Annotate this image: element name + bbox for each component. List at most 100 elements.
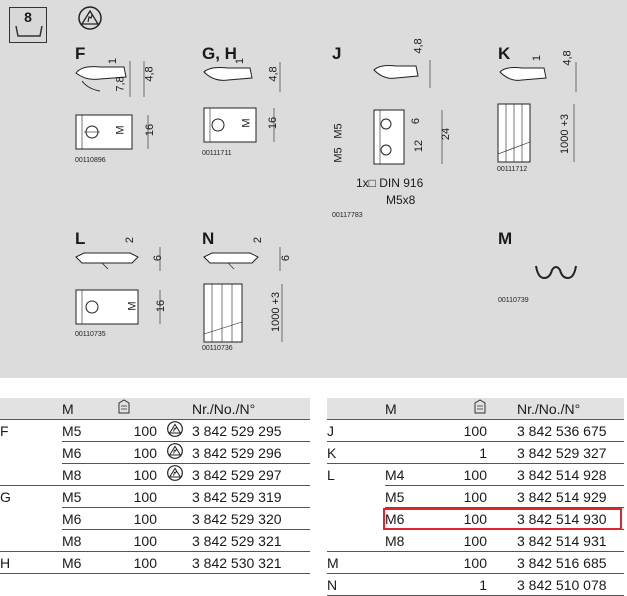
drawing-label-n: N — [202, 229, 215, 248]
table-header: M Nr./No./N° — [0, 398, 310, 420]
cell-qty: 100 — [117, 463, 157, 486]
drawing-k-side — [497, 103, 575, 163]
header-partno: Nr./No./N° — [192, 400, 256, 417]
package-icon — [118, 399, 130, 414]
header-partno: Nr./No./N° — [517, 400, 581, 417]
cell-esd — [157, 551, 192, 574]
cell-type — [0, 508, 62, 530]
cell-partno: 3 842 530 321 — [192, 551, 310, 574]
note-j-m5x8: M5x8 — [386, 193, 416, 207]
cell-esd — [487, 441, 517, 464]
dim-l-2: 2 — [124, 236, 137, 244]
dim-j-m5-top: M5 — [332, 123, 345, 139]
drawing-label-m: M — [498, 229, 513, 248]
dim-k-48: 4,8 — [561, 50, 574, 66]
cell-qty: 100 — [443, 463, 487, 486]
cell-qty: 100 — [117, 485, 157, 508]
drawing-label-j: J — [332, 44, 342, 63]
cell-partno: 3 842 536 675 — [517, 419, 624, 442]
cell-esd — [487, 419, 517, 442]
cell-partno: 3 842 529 297 — [192, 463, 310, 486]
cell-type: G — [0, 485, 62, 508]
cell-type — [0, 530, 62, 552]
cell-qty: 100 — [117, 419, 157, 442]
technical-drawings-panel: 8 F 1 7,8 4,8 M 16 00110896 G, H 1 4,8 — [0, 0, 627, 378]
cell-qty: 100 — [443, 551, 487, 574]
cell-qty: 100 — [443, 419, 487, 442]
dim-j-6: 6 — [410, 117, 423, 125]
cell-m: M8 — [62, 529, 117, 552]
dim-gh-48: 4,8 — [267, 66, 280, 82]
drawing-label-k: K — [498, 44, 511, 63]
cell-m: M5 — [385, 485, 443, 508]
dim-n-1000: 1000 +3 — [270, 291, 283, 333]
drawing-id-m: 00110739 — [498, 297, 529, 304]
cell-partno: 3 842 516 685 — [517, 551, 624, 574]
esd-warning-icon — [166, 465, 183, 481]
dim-k-1000: 1000 +3 — [559, 113, 572, 155]
drawing-id-l: 00110735 — [75, 331, 106, 338]
cell-m: M5 — [62, 485, 117, 508]
table-header: M Nr./No./N° — [327, 398, 624, 420]
dim-n-2: 2 — [252, 236, 265, 244]
cell-m — [385, 573, 443, 596]
dim-gh-1: 1 — [234, 57, 247, 65]
dim-j-24: 24 — [440, 127, 453, 141]
drawing-m-clip — [535, 265, 577, 280]
header-m: M — [385, 400, 397, 417]
drawing-f-side — [75, 114, 149, 150]
dim-j-m5-bottom: M5 — [332, 147, 345, 163]
drawing-gh-side — [203, 107, 275, 143]
dim-f-m: M — [114, 125, 127, 135]
cell-m — [385, 419, 443, 442]
cell-partno: 3 842 529 319 — [192, 485, 310, 508]
cell-m — [385, 441, 443, 464]
cell-m — [385, 551, 443, 574]
cell-partno: 3 842 514 929 — [517, 485, 624, 508]
cell-m: M8 — [385, 529, 443, 552]
cell-m: M8 — [62, 463, 117, 486]
note-j-din: 1x□ DIN 916 — [356, 176, 424, 190]
cell-m: M5 — [62, 419, 117, 442]
dim-gh-16: 16 — [267, 116, 280, 130]
drawing-id-k: 00111712 — [497, 166, 528, 173]
dim-l-6: 6 — [152, 254, 165, 262]
dim-j-12: 12 — [413, 139, 426, 153]
dim-f-1: 1 — [107, 57, 120, 65]
cell-type: M — [327, 551, 385, 574]
cell-m: M4 — [385, 463, 443, 486]
cell-type — [327, 486, 385, 508]
drawing-gh-top — [203, 62, 281, 92]
cell-partno: 3 842 514 928 — [517, 463, 624, 486]
cell-type: K — [327, 441, 385, 464]
cell-type — [327, 530, 385, 552]
package-icon — [474, 399, 486, 414]
drawing-label-gh: G, H — [202, 44, 237, 63]
cell-type — [327, 508, 385, 530]
cell-esd — [157, 507, 192, 530]
cell-m: M6 — [62, 551, 117, 574]
drawing-id-j: 00117783 — [332, 212, 363, 219]
cell-qty: 1 — [443, 573, 487, 596]
dim-k-1: 1 — [531, 54, 544, 62]
cell-esd — [157, 441, 192, 464]
drawing-j-top — [373, 60, 431, 88]
cell-partno: 3 842 514 930 — [517, 507, 624, 530]
dim-gh-m: M — [240, 118, 253, 128]
cell-esd — [487, 551, 517, 574]
header-type — [327, 398, 385, 420]
cell-esd — [487, 573, 517, 596]
cell-esd — [157, 485, 192, 508]
cell-esd — [487, 485, 517, 508]
header-m: M — [62, 400, 74, 417]
cell-qty: 100 — [443, 529, 487, 552]
drawing-k-top — [499, 62, 577, 92]
